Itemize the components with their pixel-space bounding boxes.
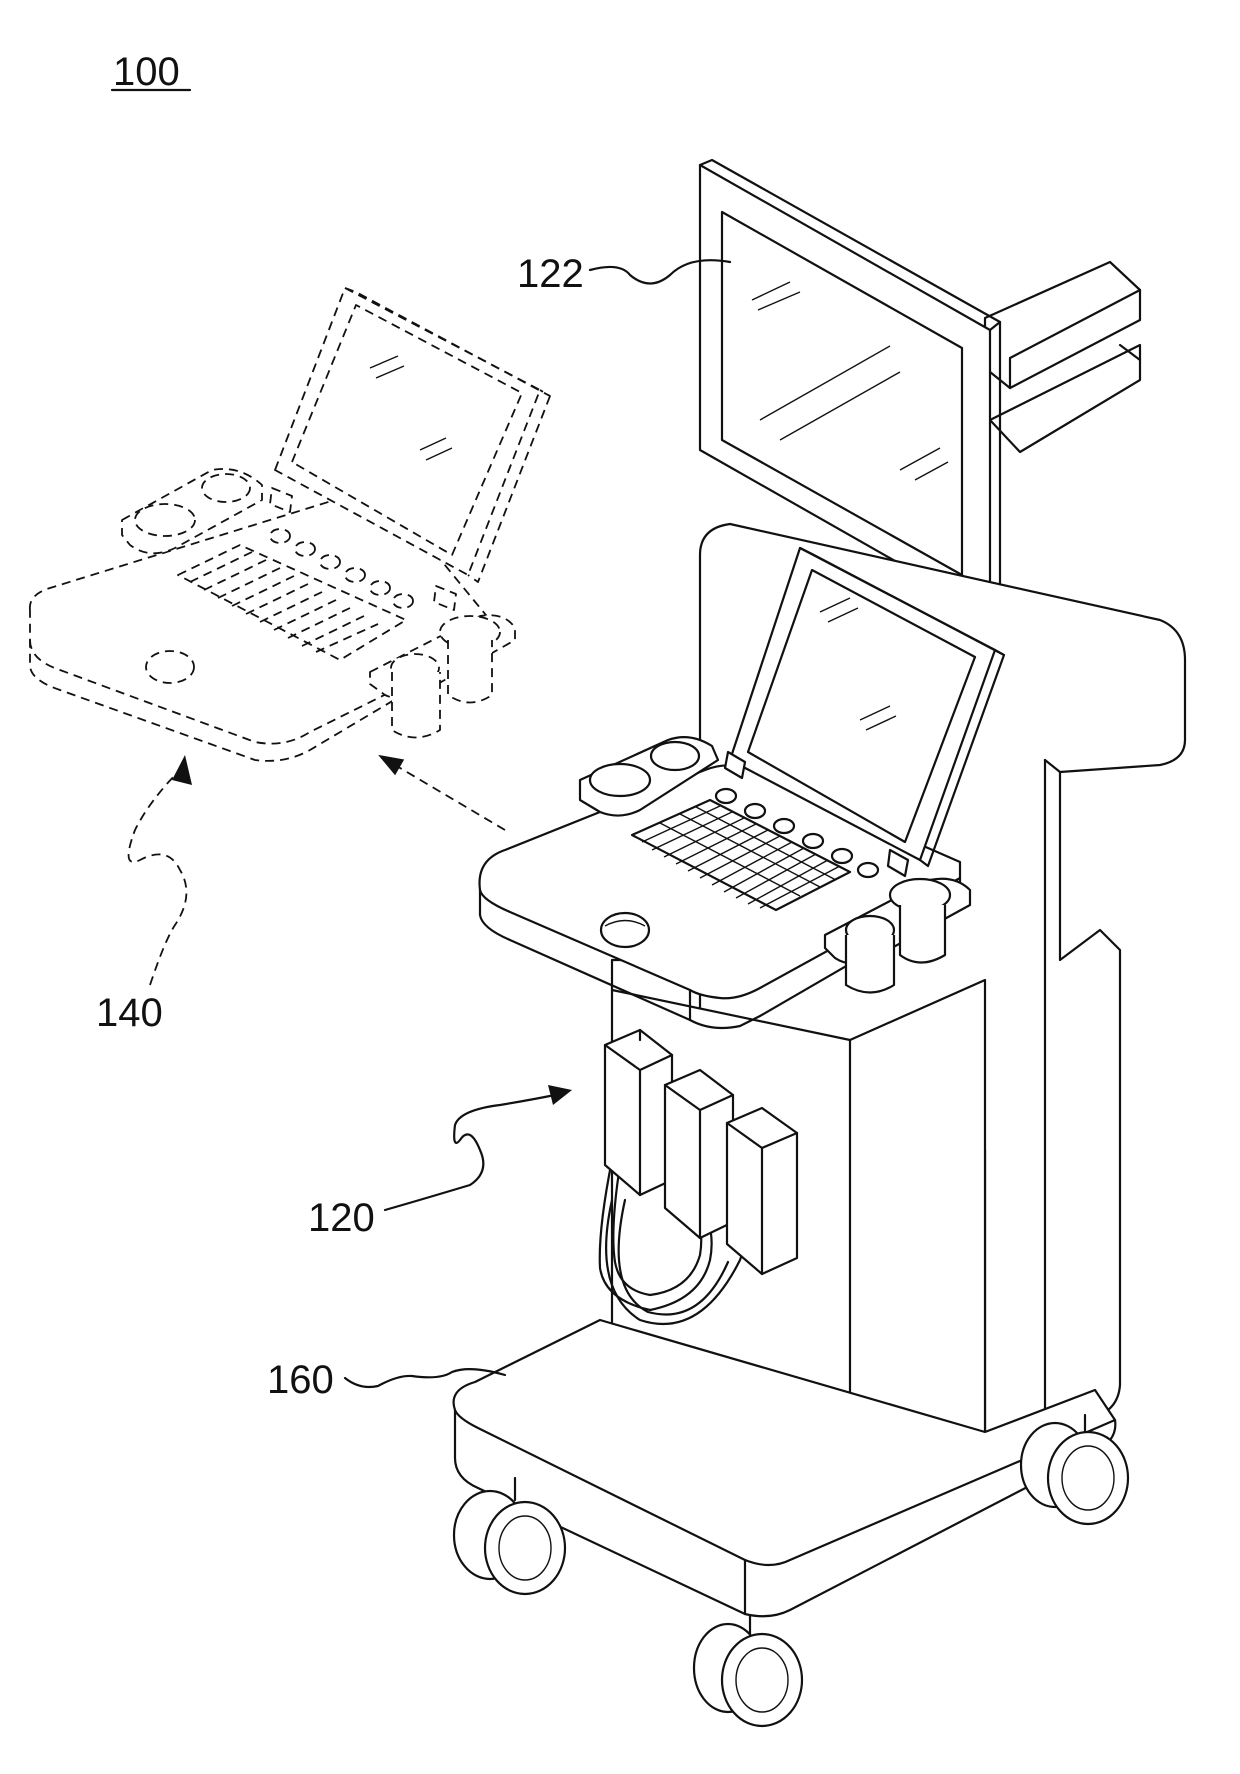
label-detached-panel-140: 140: [96, 993, 163, 1033]
front-right-wheel: [694, 1616, 802, 1726]
leader-140-arrowhead: [172, 755, 192, 785]
label-monitor-122: 122: [517, 254, 584, 294]
detach-arrow: [380, 756, 505, 830]
figure-number: 100: [113, 52, 180, 92]
leader-120: [385, 1095, 555, 1210]
label-main-body-120: 120: [308, 1198, 375, 1238]
probe-holder-2: [665, 1070, 733, 1238]
probe-holder-1: [605, 1030, 672, 1195]
detached-control-panel: [30, 288, 550, 761]
probe-holder-3: [727, 1108, 797, 1274]
leader-120-arrowhead: [548, 1085, 572, 1105]
leader-140: [129, 770, 187, 985]
label-cart-base-160: 160: [267, 1360, 334, 1400]
